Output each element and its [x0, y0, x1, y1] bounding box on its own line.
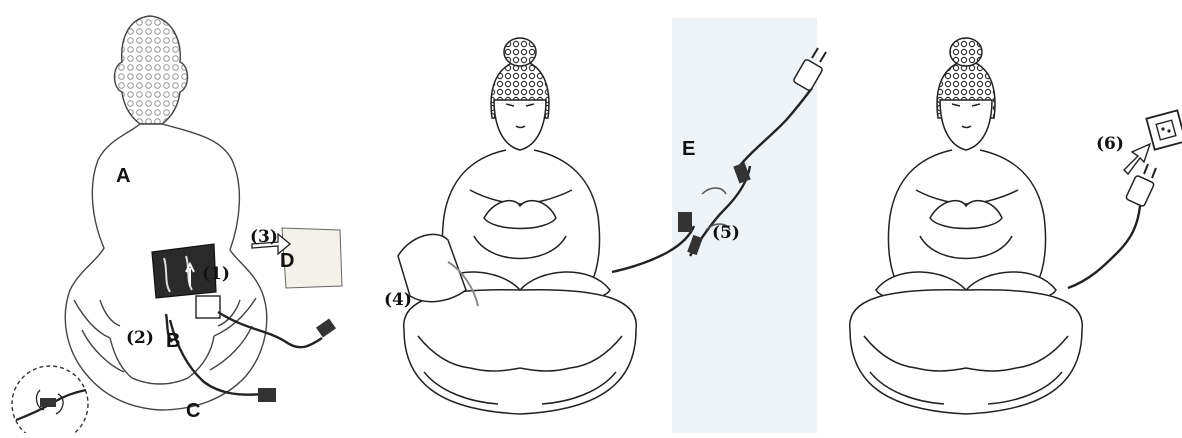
step-5: (5): [712, 225, 740, 242]
step-2: (2): [126, 330, 154, 347]
label-e: E: [682, 139, 695, 159]
rotate-cord-connector-icon: [12, 366, 88, 433]
step-4: (4): [384, 292, 412, 309]
front-view-figure-plug: [850, 38, 1083, 414]
label-c: C: [186, 401, 200, 421]
label-b: B: [166, 331, 180, 351]
step-6: (6): [1096, 136, 1124, 153]
power-cord-panel3: [1068, 206, 1140, 288]
front-view-figure-pour: [404, 38, 637, 414]
step-3: (3): [250, 229, 278, 246]
label-d: D: [280, 251, 294, 271]
wall-outlet-icon: [1146, 110, 1182, 149]
plug-connector: [258, 318, 336, 402]
step-1: (1): [202, 266, 230, 283]
label-a: A: [116, 166, 130, 186]
